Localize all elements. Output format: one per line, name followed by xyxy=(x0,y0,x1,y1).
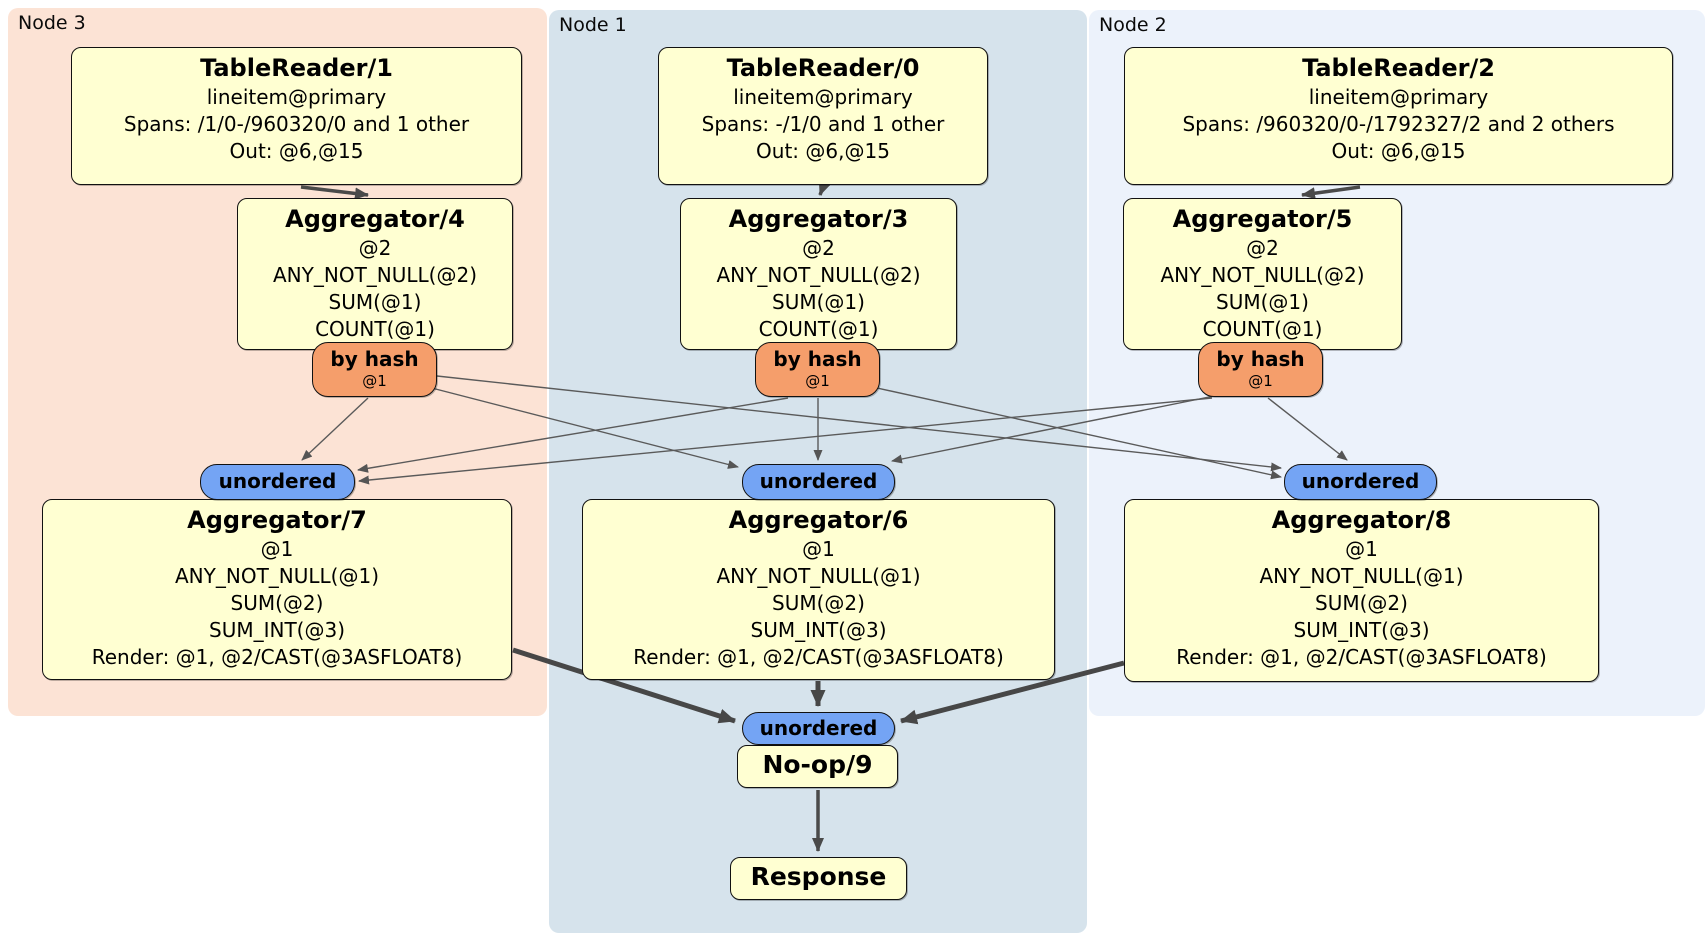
aggregator-7-title: Aggregator/7 xyxy=(187,506,367,534)
table-reader-0-out: Out: @6,@15 xyxy=(756,139,890,163)
aggregator-6-fn3: SUM_INT(@3) xyxy=(750,618,887,642)
aggregator-4-fn2: SUM(@1) xyxy=(328,290,422,314)
table-reader-0-spans: Spans: -/1/0 and 1 other xyxy=(701,112,945,136)
aggregator-8-group: @1 xyxy=(1345,537,1378,561)
aggregator-8-box: Aggregator/8 @1 ANY_NOT_NULL(@1) SUM(@2)… xyxy=(1124,499,1599,682)
by-hash-router-4-label: by hash xyxy=(330,347,419,371)
aggregator-4-fn3: COUNT(@1) xyxy=(315,317,435,341)
by-hash-router-4: by hash @1 xyxy=(312,342,437,397)
by-hash-router-5-label: by hash xyxy=(1216,347,1305,371)
aggregator-5-title: Aggregator/5 xyxy=(1172,205,1353,233)
edge-tr1-agg4 xyxy=(300,185,369,200)
by-hash-router-5: by hash @1 xyxy=(1198,342,1323,397)
edge-r3-s8 xyxy=(867,385,1282,480)
edge-r5-s6 xyxy=(891,393,1225,464)
edge-agg8-sf xyxy=(900,660,1125,725)
unordered-sync-final: unordered xyxy=(742,712,895,745)
aggregator-7-fn3: SUM_INT(@3) xyxy=(209,618,345,642)
table-reader-1-title: TableReader/1 xyxy=(200,54,393,82)
by-hash-router-4-columns: @1 xyxy=(362,372,387,390)
aggregator-4-box: Aggregator/4 @2 ANY_NOT_NULL(@2) SUM(@1)… xyxy=(237,198,513,350)
by-hash-router-3: by hash @1 xyxy=(755,342,880,397)
aggregator-4-fn1: ANY_NOT_NULL(@2) xyxy=(273,263,477,287)
aggregator-5-fn1: ANY_NOT_NULL(@2) xyxy=(1160,263,1365,287)
edge-r4-s7 xyxy=(301,397,369,461)
aggregator-8-title: Aggregator/8 xyxy=(1271,506,1452,534)
unordered-sync-8: unordered xyxy=(1284,464,1437,500)
by-hash-router-5-columns: @1 xyxy=(1248,372,1273,390)
response-title: Response xyxy=(750,862,887,891)
aggregator-8-render: Render: @1, @2/CAST(@3ASFLOAT8) xyxy=(1176,645,1547,669)
aggregator-8-fn1: ANY_NOT_NULL(@1) xyxy=(1259,564,1464,588)
table-reader-2-index: lineitem@primary xyxy=(1308,85,1489,109)
aggregator-6-title: Aggregator/6 xyxy=(728,506,909,534)
table-reader-0-title: TableReader/0 xyxy=(726,54,920,82)
unordered-sync-6: unordered xyxy=(742,464,895,500)
table-reader-2-out: Out: @6,@15 xyxy=(1331,139,1466,163)
edge-r3-s7 xyxy=(357,397,789,473)
no-op-9-box: No-op/9 xyxy=(737,745,898,788)
aggregator-7-fn1: ANY_NOT_NULL(@1) xyxy=(175,564,379,588)
aggregator-3-group: @2 xyxy=(802,236,835,260)
aggregator-3-fn2: SUM(@1) xyxy=(772,290,865,314)
unordered-sync-7: unordered xyxy=(200,464,355,500)
aggregator-8-fn2: SUM(@2) xyxy=(1315,591,1408,615)
edge-r4-s8 xyxy=(436,375,1282,472)
aggregator-5-fn3: COUNT(@1) xyxy=(1202,317,1323,341)
region-node3-label: Node 3 xyxy=(18,12,86,34)
aggregator-3-title: Aggregator/3 xyxy=(728,205,909,233)
aggregator-8-fn3: SUM_INT(@3) xyxy=(1293,618,1430,642)
table-reader-1-box: TableReader/1 lineitem@primary Spans: /1… xyxy=(71,47,522,185)
by-hash-router-3-columns: @1 xyxy=(805,372,830,390)
edge-tr2-agg5 xyxy=(1301,185,1361,200)
aggregator-6-render: Render: @1, @2/CAST(@3ASFLOAT8) xyxy=(633,645,1004,669)
edge-r5-s8 xyxy=(1267,397,1348,461)
aggregator-5-box: Aggregator/5 @2 ANY_NOT_NULL(@2) SUM(@1)… xyxy=(1123,198,1402,350)
table-reader-1-spans: Spans: /1/0-/960320/0 and 1 other xyxy=(123,112,470,136)
aggregator-7-group: @1 xyxy=(260,537,294,561)
aggregator-6-fn2: SUM(@2) xyxy=(772,591,865,615)
aggregator-4-title: Aggregator/4 xyxy=(285,205,465,233)
aggregator-7-render: Render: @1, @2/CAST(@3ASFLOAT8) xyxy=(91,645,463,669)
aggregator-7-fn2: SUM(@2) xyxy=(230,591,324,615)
table-reader-0-box: TableReader/0 lineitem@primary Spans: -/… xyxy=(658,47,988,185)
aggregator-6-group: @1 xyxy=(802,537,835,561)
aggregator-3-box: Aggregator/3 @2 ANY_NOT_NULL(@2) SUM(@1)… xyxy=(680,198,957,350)
aggregator-4-group: @2 xyxy=(358,236,392,260)
edge-tr0-agg3 xyxy=(818,180,831,196)
region-node1-label: Node 1 xyxy=(559,14,627,36)
aggregator-5-fn2: SUM(@1) xyxy=(1216,290,1309,314)
edge-agg7-sf xyxy=(512,647,736,724)
response-box: Response xyxy=(730,857,907,900)
table-reader-1-index: lineitem@primary xyxy=(206,85,387,109)
aggregator-6-fn1: ANY_NOT_NULL(@1) xyxy=(716,564,921,588)
table-reader-0-index: lineitem@primary xyxy=(733,85,913,109)
aggregator-5-group: @2 xyxy=(1246,236,1279,260)
table-reader-2-box: TableReader/2 lineitem@primary Spans: /9… xyxy=(1124,47,1673,185)
table-reader-2-spans: Spans: /960320/0-/1792327/2 and 2 others xyxy=(1182,112,1615,136)
edge-r4-s6 xyxy=(423,385,739,469)
table-reader-2-title: TableReader/2 xyxy=(1302,54,1495,82)
aggregator-7-box: Aggregator/7 @1 ANY_NOT_NULL(@1) SUM(@2)… xyxy=(42,499,512,680)
aggregator-3-fn1: ANY_NOT_NULL(@2) xyxy=(716,263,921,287)
region-node2-label: Node 2 xyxy=(1099,14,1167,36)
aggregator-3-fn3: COUNT(@1) xyxy=(758,317,879,341)
by-hash-router-3-label: by hash xyxy=(773,347,862,371)
no-op-9-title: No-op/9 xyxy=(762,750,873,779)
table-reader-1-out: Out: @6,@15 xyxy=(229,139,364,163)
edge-r5-s7 xyxy=(358,397,1213,485)
aggregator-6-box: Aggregator/6 @1 ANY_NOT_NULL(@1) SUM(@2)… xyxy=(582,499,1055,680)
